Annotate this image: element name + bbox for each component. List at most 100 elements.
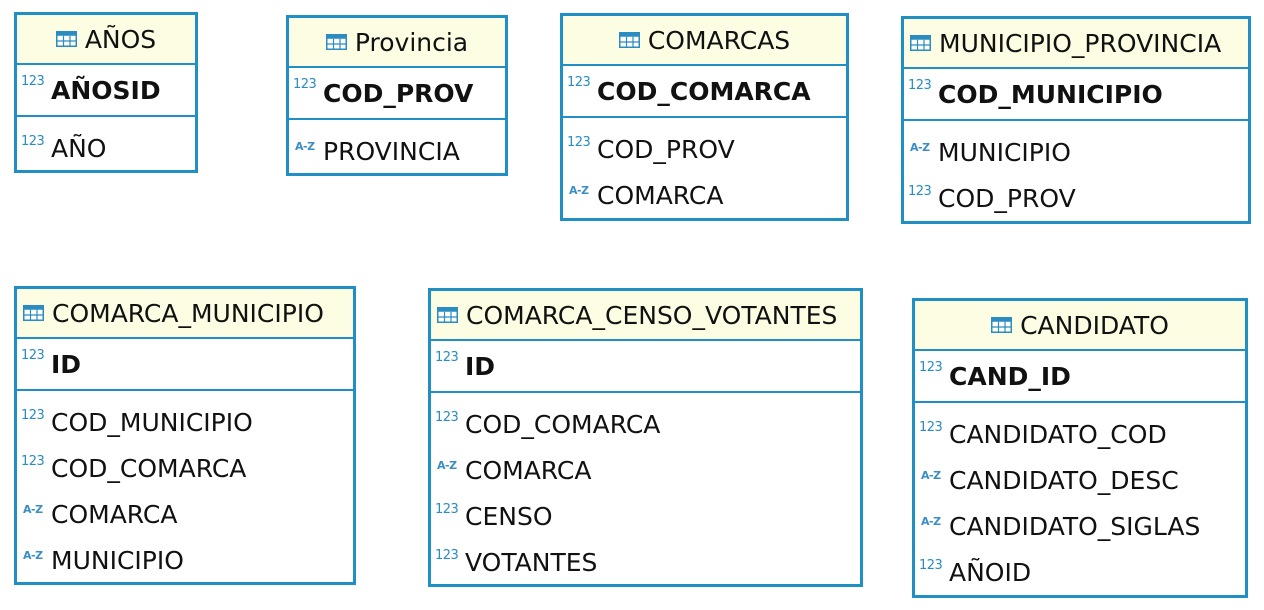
column-name: PROVINCIA <box>323 136 460 166</box>
column-name: CANDIDATO_DESC <box>949 465 1179 495</box>
table-title: COMARCAS <box>647 25 791 55</box>
text-type-icon: A-Z <box>910 141 930 154</box>
column-name: VOTANTES <box>465 547 598 577</box>
numeric-type-icon: 123 <box>293 77 317 92</box>
numeric-type-icon: 123 <box>21 408 45 423</box>
primary-key-row[interactable]: 123 AÑOSID <box>17 65 195 117</box>
numeric-type-icon: 123 <box>435 350 459 365</box>
primary-key-row[interactable]: 123 ID <box>431 341 860 393</box>
column-row[interactable]: 123 CENSO <box>431 493 860 539</box>
numeric-type-icon: 123 <box>919 558 943 573</box>
table-title: COMARCA_CENSO_VOTANTES <box>466 300 838 330</box>
table-provincia[interactable]: Provincia 123 COD_PROV A-Z PROVINCIA <box>286 15 508 176</box>
table-title: CANDIDATO <box>1020 310 1169 340</box>
column-name: COD_PROV <box>597 134 735 164</box>
column-row[interactable]: 123 AÑO <box>17 125 195 171</box>
column-row[interactable]: 123 COD_PROV <box>563 126 846 172</box>
column-name: COD_COMARCA <box>597 76 811 106</box>
column-name: AÑOSID <box>51 75 161 105</box>
column-name: CAND_ID <box>949 361 1071 391</box>
table-title: Provincia <box>354 27 469 57</box>
primary-key-row[interactable]: 123 COD_PROV <box>289 68 505 120</box>
column-name: COMARCA <box>465 455 592 485</box>
column-name: COD_MUNICIPIO <box>938 79 1163 109</box>
column-name: CANDIDATO_COD <box>949 419 1167 449</box>
table-anos[interactable]: AÑOS 123 AÑOSID 123 AÑO <box>14 12 198 173</box>
table-municipio-provincia[interactable]: MUNICIPIO_PROVINCIA 123 COD_MUNICIPIO A-… <box>901 16 1251 224</box>
column-row[interactable]: 123 AÑOID <box>915 549 1245 595</box>
column-row[interactable]: 123 VOTANTES <box>431 539 860 585</box>
numeric-type-icon: 123 <box>21 454 45 469</box>
column-name: CENSO <box>465 501 553 531</box>
column-name: COMARCA <box>597 180 724 210</box>
column-name: ID <box>51 349 82 379</box>
column-row[interactable]: A-Z COMARCA <box>563 172 846 218</box>
primary-key-row[interactable]: 123 COD_COMARCA <box>563 66 846 118</box>
column-row[interactable]: A-Z MUNICIPIO <box>17 537 353 583</box>
column-row[interactable]: A-Z MUNICIPIO <box>904 129 1248 175</box>
table-icon <box>437 307 458 323</box>
text-type-icon: A-Z <box>23 549 43 562</box>
column-row[interactable]: A-Z CANDIDATO_DESC <box>915 457 1245 503</box>
primary-key-row[interactable]: 123 CAND_ID <box>915 351 1245 403</box>
column-row[interactable]: 123 CANDIDATO_COD <box>915 411 1245 457</box>
column-name: ID <box>465 351 496 381</box>
numeric-type-icon: 123 <box>908 78 932 93</box>
text-type-icon: A-Z <box>23 503 43 516</box>
table-title: AÑOS <box>84 24 157 54</box>
table-header: COMARCAS <box>563 16 846 66</box>
table-header: COMARCA_CENSO_VOTANTES <box>431 291 860 341</box>
table-icon <box>619 32 640 48</box>
text-type-icon: A-Z <box>569 184 589 197</box>
table-header: Provincia <box>289 18 505 68</box>
table-title: MUNICIPIO_PROVINCIA <box>939 28 1222 58</box>
numeric-type-icon: 123 <box>919 420 943 435</box>
column-name: COMARCA <box>51 499 178 529</box>
column-row[interactable]: 123 COD_MUNICIPIO <box>17 399 353 445</box>
column-row[interactable]: A-Z CANDIDATO_SIGLAS <box>915 503 1245 549</box>
numeric-type-icon: 123 <box>435 502 459 517</box>
primary-key-row[interactable]: 123 COD_MUNICIPIO <box>904 69 1248 121</box>
primary-key-row[interactable]: 123 ID <box>17 339 353 391</box>
table-header: AÑOS <box>17 15 195 65</box>
column-row[interactable]: 123 COD_PROV <box>904 175 1248 221</box>
numeric-type-icon: 123 <box>567 75 591 90</box>
text-type-icon: A-Z <box>921 469 941 482</box>
numeric-type-icon: 123 <box>435 548 459 563</box>
numeric-type-icon: 123 <box>435 410 459 425</box>
numeric-type-icon: 123 <box>908 184 932 199</box>
column-name: AÑO <box>51 133 107 163</box>
table-title: COMARCA_MUNICIPIO <box>52 298 324 328</box>
numeric-type-icon: 123 <box>21 134 45 149</box>
column-name: COD_MUNICIPIO <box>51 407 253 437</box>
table-icon <box>326 34 347 50</box>
column-row[interactable]: A-Z COMARCA <box>17 491 353 537</box>
text-type-icon: A-Z <box>437 459 457 472</box>
column-row[interactable]: 123 COD_COMARCA <box>431 401 860 447</box>
column-row[interactable]: A-Z COMARCA <box>431 447 860 493</box>
column-name: CANDIDATO_SIGLAS <box>949 511 1201 541</box>
table-comarca-censo-votantes[interactable]: COMARCA_CENSO_VOTANTES 123 ID 123 COD_CO… <box>428 288 863 587</box>
table-header: COMARCA_MUNICIPIO <box>17 289 353 339</box>
numeric-type-icon: 123 <box>21 74 45 89</box>
table-header: CANDIDATO <box>915 301 1245 351</box>
column-name: COD_COMARCA <box>465 409 661 439</box>
table-icon <box>910 35 931 51</box>
table-comarca-municipio[interactable]: COMARCA_MUNICIPIO 123 ID 123 COD_MUNICIP… <box>14 286 356 585</box>
numeric-type-icon: 123 <box>21 348 45 363</box>
numeric-type-icon: 123 <box>919 360 943 375</box>
column-name: COD_COMARCA <box>51 453 247 483</box>
column-row[interactable]: A-Z PROVINCIA <box>289 128 505 174</box>
column-name: COD_PROV <box>323 78 474 108</box>
table-header: MUNICIPIO_PROVINCIA <box>904 19 1248 69</box>
column-name: MUNICIPIO <box>51 545 184 575</box>
text-type-icon: A-Z <box>921 515 941 528</box>
column-name: MUNICIPIO <box>938 137 1071 167</box>
column-name: COD_PROV <box>938 183 1076 213</box>
table-candidato[interactable]: CANDIDATO 123 CAND_ID 123 CANDIDATO_COD … <box>912 298 1248 598</box>
table-icon <box>991 317 1012 333</box>
table-comarcas[interactable]: COMARCAS 123 COD_COMARCA 123 COD_PROV A-… <box>560 13 849 221</box>
column-row[interactable]: 123 COD_COMARCA <box>17 445 353 491</box>
table-icon <box>56 31 77 47</box>
numeric-type-icon: 123 <box>567 135 591 150</box>
